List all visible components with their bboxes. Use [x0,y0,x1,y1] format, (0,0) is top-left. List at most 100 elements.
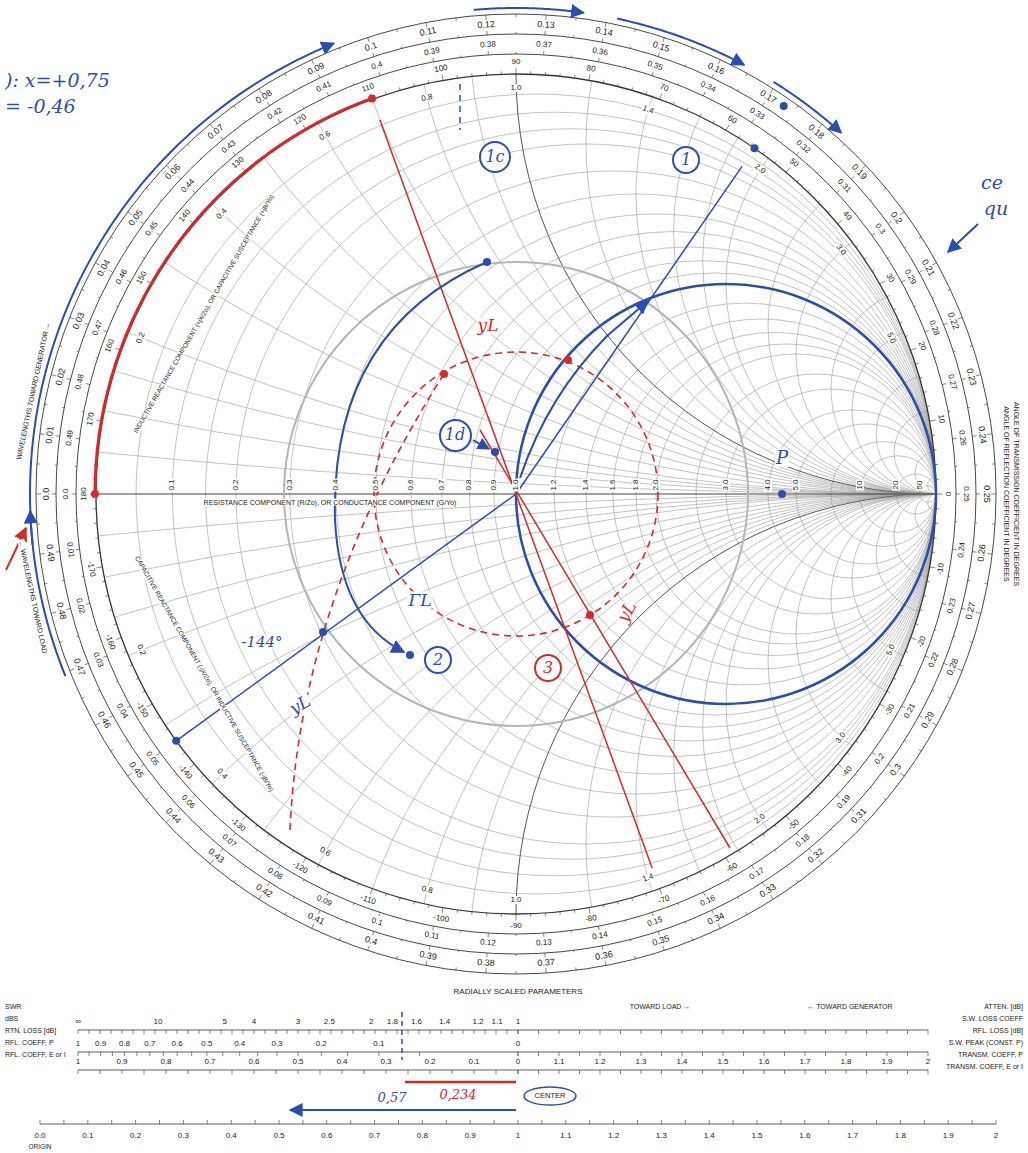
scale-tick [96,629,98,631]
scale-tick [399,87,401,90]
scale-tick [932,263,936,265]
scale-value: 0.3 [270,1040,283,1048]
scale-tick [239,1052,240,1056]
scale-tick [818,200,820,202]
wavelength-scale-label: 0.41 [305,911,327,927]
scale-tick [206,1052,207,1056]
scale-tick [143,257,145,258]
wavelength-scale-label: 0.28 [927,319,941,338]
scale-tick [293,897,295,899]
reactance-arc [236,0,1028,494]
scale-tick [298,1052,299,1056]
wavelength-scale-label: 0.49 [44,543,55,564]
wavelength-scale-label: 0.15 [645,915,664,928]
scale-tick [746,912,747,915]
scale-tick [62,407,64,408]
scale-tick [559,73,560,76]
angle-scale-label: -160 [103,632,117,652]
scale-tick [530,71,531,74]
distance-bar [405,1081,516,1084]
reactance-arc [726,494,1028,914]
scale-tick [339,938,340,941]
scale-tick [518,1120,519,1124]
reactance-arc [469,494,1028,1153]
scale-tick [661,1070,662,1074]
scale-tick [828,211,830,213]
scale-tick [278,119,280,122]
scale-tick [620,1070,621,1074]
scale-tick [575,18,576,21]
scale-tick [379,72,380,76]
wavelength-scale-label: 0.48 [54,600,68,621]
scale-tick [200,829,201,830]
reactance-label: 0.8 [420,885,435,896]
scale-tick [141,764,144,766]
scale-value: 1.1 [552,1058,565,1066]
scale-line [78,1030,928,1031]
scale-value: 1.8 [839,1058,852,1066]
scale-tick [784,1052,785,1056]
angle-scale-label: 100 [433,63,450,74]
scale-tick [146,798,148,800]
wavelength-scale-label: 0.46 [95,710,112,731]
scale-tick [353,903,355,905]
scale-tick [373,53,374,57]
scale-tick [775,850,776,852]
scale-tick [838,220,843,224]
scale-tick [866,1052,867,1056]
scale-tick [818,786,820,788]
axis-title: RESISTANCE COMPONENT (R/Zo), OR CONDUCTA… [203,499,458,506]
scale-tick [658,931,659,935]
scale-ring [36,14,996,974]
resistance-label: 20 [892,480,900,491]
scale-value: 1.9 [880,1058,893,1066]
resistance-label: 1.0 [512,478,520,491]
scale-value: 0.4 [225,1132,238,1140]
scale-value: 0.2 [129,1132,142,1140]
scale-tick [157,717,160,719]
reactance-label: 1.0 [509,896,522,904]
scale-tick [846,1052,847,1056]
scale-direction: TOWARD LOAD → [629,1003,692,1010]
scale-tick [838,764,843,768]
scale-tick [685,64,687,66]
scale-tick [518,1030,519,1034]
scale-tick [972,551,976,553]
scale-tick [122,1030,123,1034]
scale-tick [112,1052,113,1056]
scale-tick [320,1070,321,1074]
scale-tick [975,464,977,465]
scale-ring [96,74,936,914]
scale-tick [784,1070,785,1074]
scale-tick [100,1070,101,1074]
scale-name: TRANSM. COEFF, E or I [945,1063,1024,1070]
wavelength-scale-label: 0.04 [95,257,112,278]
scale-tick [78,1070,79,1074]
scale-tick [600,1052,601,1056]
wavelength-scale-label: 0.02 [74,596,86,615]
scale-tick [796,152,799,155]
scale-tick [485,968,486,973]
wavelength-scale-label: 0.13 [535,939,553,948]
scale-value: 5 [221,1018,227,1026]
wavelength-scale-label: 0.01 [44,425,55,446]
wavelength-scale-label: 0.23 [946,596,958,615]
scale-tick [276,1070,277,1074]
scale-tick [347,1052,348,1056]
scale-tick [660,889,662,895]
scale-tick [157,753,160,755]
scale-value: 1.7 [846,1132,859,1140]
scale-tick [40,433,45,435]
scale-tick [709,1120,710,1124]
scale-tick [928,1030,929,1034]
callout-number: 1 [681,152,691,168]
scale-tick [368,37,370,42]
conductance-arc [290,374,444,830]
scale-tick [565,1120,566,1124]
reactance-arc [831,494,1028,704]
scale-tick [160,787,162,788]
angle-scale-label: -70 [656,894,671,906]
scale-tick [244,120,245,122]
scale-tick [545,913,546,916]
scale-tick [374,1120,375,1124]
